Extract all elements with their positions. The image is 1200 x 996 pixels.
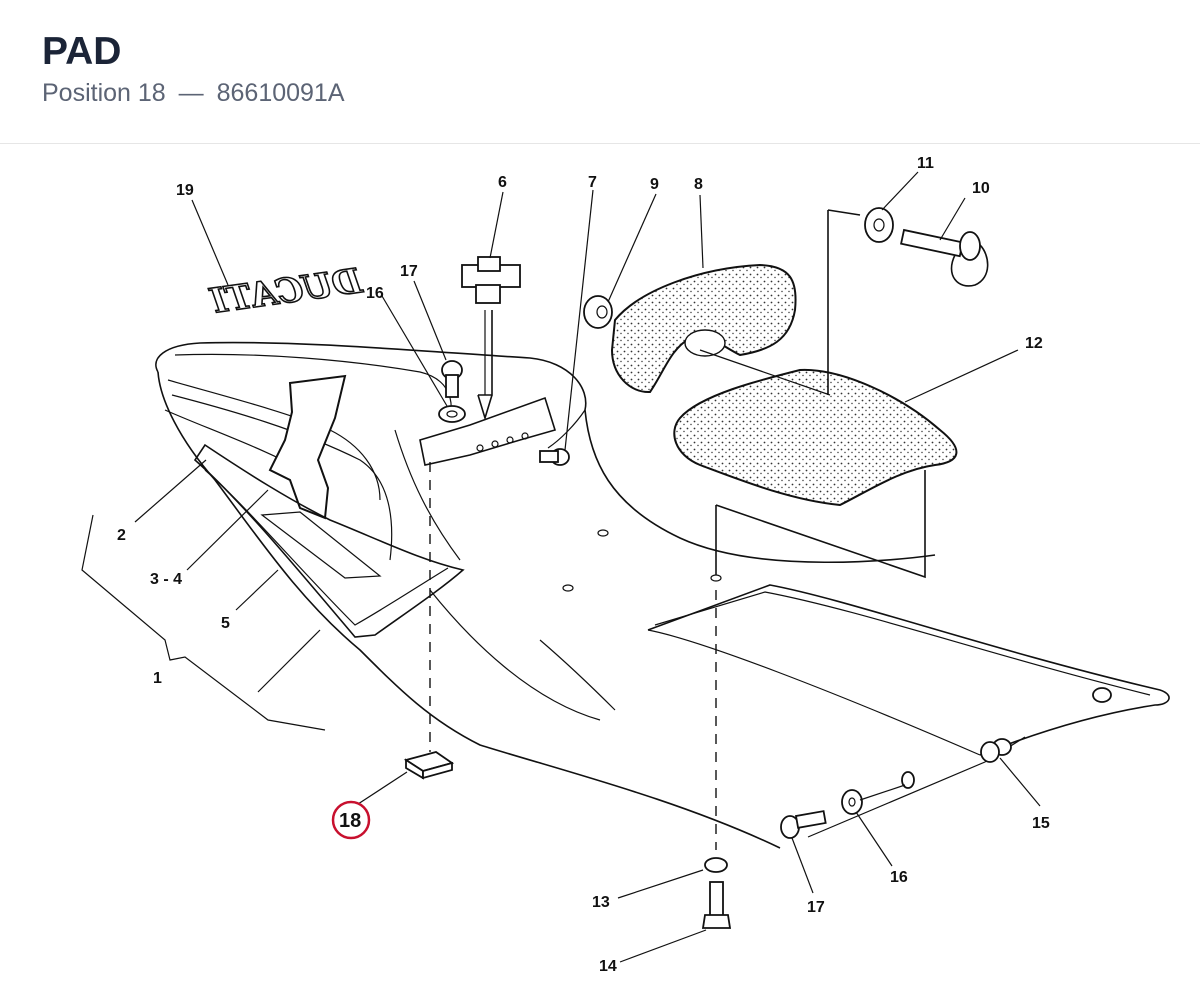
part-18-pad <box>403 751 455 780</box>
callout-19: 19 <box>176 182 194 199</box>
part-15-grommet <box>980 738 1012 763</box>
assembly-guides <box>699 209 926 579</box>
callout-16-upper: 16 <box>366 285 384 302</box>
callout-3-4: 3 - 4 <box>150 571 182 588</box>
side-number-panel <box>193 443 465 638</box>
part-8-pad <box>610 263 797 394</box>
callout-5: 5 <box>221 615 230 632</box>
callout-9: 9 <box>650 176 659 193</box>
part-7-screw <box>539 448 570 466</box>
part-10-11-pin <box>864 207 989 287</box>
part-6-clip <box>461 256 521 421</box>
part-13-14-bolt <box>701 857 732 929</box>
callout-12: 12 <box>1025 335 1043 352</box>
callout-18: 18 <box>339 810 361 832</box>
part-12-seat <box>673 368 958 507</box>
callout-14: 14 <box>599 958 617 975</box>
position-label: Position 18 <box>42 79 166 107</box>
tail-cowl-body <box>155 341 936 849</box>
leader-lines <box>81 171 1041 963</box>
callout-8: 8 <box>694 176 703 193</box>
callout-15: 15 <box>1032 815 1050 832</box>
callout-13: 13 <box>592 894 610 911</box>
part-number: 86610091A <box>216 79 345 107</box>
page-subtitle: Position 18 — 86610091A <box>42 76 1158 110</box>
page-header: PAD Position 18 — 86610091A <box>0 0 1200 144</box>
callout-10: 10 <box>972 180 990 197</box>
callout-6: 6 <box>498 174 507 191</box>
page-title: PAD <box>42 30 122 73</box>
decal-number-one <box>268 374 347 520</box>
bracket-assembly <box>419 396 557 466</box>
part-16-17-lower <box>780 784 906 839</box>
callout-16-lower: 16 <box>890 869 908 886</box>
callout-17-lower: 17 <box>807 899 825 916</box>
callout-2: 2 <box>117 527 126 544</box>
callout-7: 7 <box>588 174 597 191</box>
callout-17-upper: 17 <box>400 263 418 280</box>
ducati-logo-decal: DUCATI <box>207 261 365 322</box>
part-16-17-upper <box>438 360 466 423</box>
exploded-parts-diagram: DUCATI <box>0 145 1200 991</box>
callout-11: 11 <box>917 155 934 172</box>
part-9-washer <box>583 295 613 329</box>
highlight-ring <box>331 800 371 840</box>
highlighted-callout-18[interactable]: 18 <box>331 800 371 840</box>
subtitle-separator: — <box>178 79 204 107</box>
callout-1: 1 <box>153 670 162 687</box>
undertray <box>562 529 1170 838</box>
